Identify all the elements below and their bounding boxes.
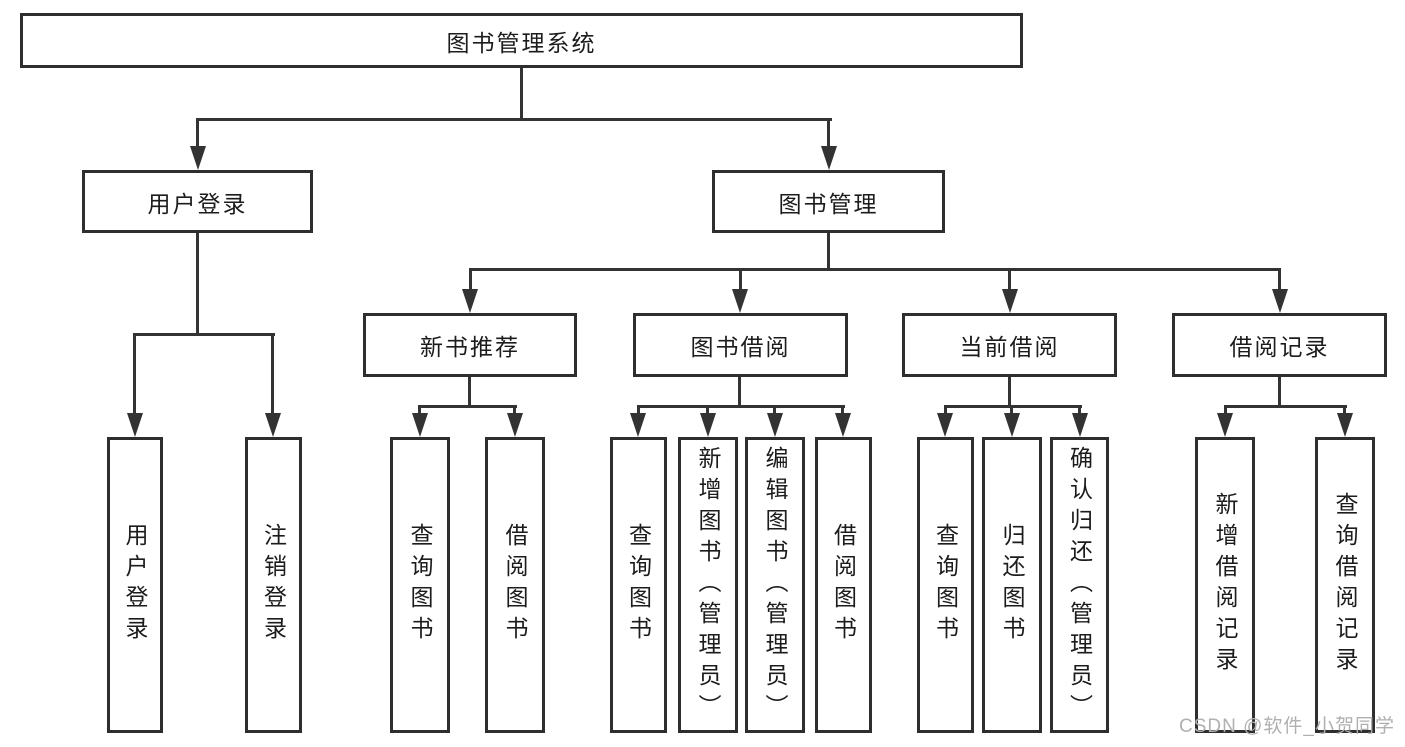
node-book-management: 图书管理	[712, 170, 945, 233]
watermark: CSDN @软件_小贺同学	[1179, 716, 1395, 737]
node-current-borrowing: 当前借阅	[902, 313, 1117, 377]
connector-line	[133, 335, 136, 417]
connector-line	[739, 270, 742, 294]
leaf-newbook-borrow-books: 借阅图书	[485, 437, 545, 733]
connector-line	[738, 377, 741, 407]
connector-line	[637, 405, 845, 408]
arrowhead-down-icon	[700, 413, 716, 437]
connector-line	[520, 68, 523, 120]
connector-line	[196, 120, 199, 150]
leaf-newbook-query-books: 查询图书	[390, 437, 450, 733]
leaf-records-query-borrow-record: 查询借阅记录	[1315, 437, 1375, 733]
leaf-borrowing-query-books: 查询图书	[610, 437, 667, 733]
node-borrowing-records: 借阅记录	[1172, 313, 1387, 377]
node-new-book-recommendation: 新书推荐	[363, 313, 577, 377]
leaf-borrowing-edit-books-admin: 编辑图书（管理员）	[745, 437, 805, 733]
arrowhead-down-icon	[1337, 413, 1353, 437]
connector-line	[196, 118, 832, 121]
arrowhead-down-icon	[1272, 289, 1288, 313]
connector-line	[827, 120, 830, 150]
arrowhead-down-icon	[835, 413, 851, 437]
connector-line	[469, 270, 472, 294]
leaf-user-login: 用户登录	[107, 437, 163, 733]
leaf-records-add-borrow-record: 新增借阅记录	[1195, 437, 1255, 733]
arrowhead-down-icon	[265, 413, 281, 437]
node-book-borrowing: 图书借阅	[633, 313, 848, 377]
arrowhead-down-icon	[127, 413, 143, 437]
arrowhead-down-icon	[462, 289, 478, 313]
node-user-login: 用户登录	[82, 170, 313, 233]
leaf-borrowing-borrow-books: 借阅图书	[815, 437, 872, 733]
leaf-current-return-books: 归还图书	[982, 437, 1042, 733]
arrowhead-down-icon	[767, 413, 783, 437]
arrowhead-down-icon	[507, 413, 523, 437]
arrowhead-down-icon	[1002, 289, 1018, 313]
connector-line	[418, 405, 517, 408]
connector-line	[133, 333, 275, 336]
arrowhead-down-icon	[1004, 413, 1020, 437]
leaf-current-confirm-return-admin: 确认归还（管理员）	[1050, 437, 1109, 733]
connector-line	[827, 233, 830, 270]
arrowhead-down-icon	[190, 146, 206, 170]
arrowhead-down-icon	[1217, 413, 1233, 437]
connector-line	[1278, 270, 1281, 294]
connector-line	[1278, 377, 1281, 407]
connector-line	[1008, 377, 1011, 407]
connector-line	[271, 335, 274, 417]
leaf-current-query-books: 查询图书	[917, 437, 974, 733]
arrowhead-down-icon	[821, 146, 837, 170]
arrowhead-down-icon	[412, 413, 428, 437]
leaf-borrowing-add-books-admin: 新增图书（管理员）	[678, 437, 738, 733]
node-library-management-system: 图书管理系统	[20, 13, 1023, 68]
arrowhead-down-icon	[732, 289, 748, 313]
arrowhead-down-icon	[1072, 413, 1088, 437]
connector-line	[468, 377, 471, 407]
arrowhead-down-icon	[937, 413, 953, 437]
arrowhead-down-icon	[630, 413, 646, 437]
connector-line	[1008, 270, 1011, 294]
connector-line	[196, 233, 199, 335]
connector-line	[944, 405, 1082, 408]
connector-line	[1224, 405, 1347, 408]
connector-line	[469, 268, 1281, 271]
leaf-logout: 注销登录	[245, 437, 302, 733]
